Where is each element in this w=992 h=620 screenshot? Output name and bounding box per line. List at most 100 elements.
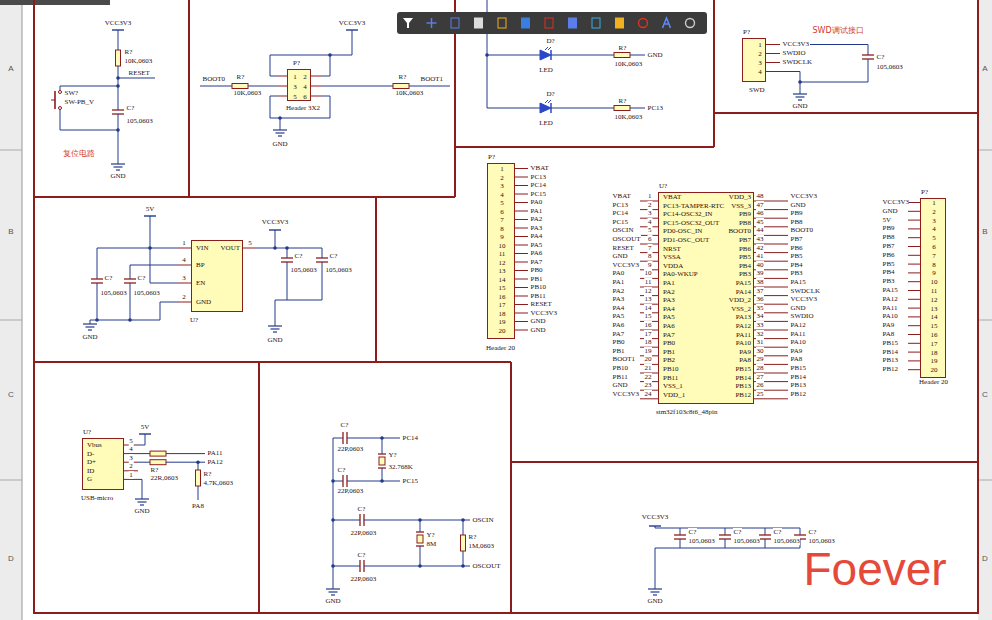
wire — [810, 45, 868, 56]
wire — [515, 219, 528, 220]
ground-symbol — [278, 135, 282, 136]
pin-text: PB8 — [739, 219, 751, 227]
wire — [270, 30, 352, 76]
pin-text: PB3 — [739, 270, 751, 278]
pin-text: ID — [87, 467, 94, 475]
pin-text: 2 — [932, 208, 936, 216]
wire — [277, 76, 287, 77]
pin-text: PB0 — [663, 339, 675, 347]
net-label: 6 — [648, 235, 653, 243]
pin-text: 1 — [758, 41, 762, 49]
wire — [138, 453, 150, 454]
net-label: 26 — [756, 381, 764, 389]
net-label: C? — [294, 252, 303, 260]
net-label: R? — [618, 44, 627, 52]
net-label: PA15 — [882, 286, 898, 294]
net-label: VCC3V3 — [790, 295, 817, 303]
pin-text: PB13 — [735, 382, 751, 390]
capacitor-symbol — [359, 514, 360, 526]
net-label: SWDCLK — [790, 287, 821, 295]
pin-text: 1 — [293, 73, 297, 81]
wire — [908, 369, 920, 370]
region-frame — [455, 146, 714, 148]
wire — [178, 265, 191, 266]
grid-letter: B — [8, 227, 14, 236]
wire — [138, 479, 142, 495]
net-label: LED — [539, 66, 554, 74]
net-label: R? — [236, 73, 245, 81]
junction-dot — [278, 116, 282, 120]
wire — [60, 86, 118, 87]
wire — [311, 86, 321, 87]
net-label: OSCIN — [612, 226, 634, 234]
pin-text: VDDA — [663, 262, 683, 270]
wire — [200, 86, 232, 87]
pin-text: 1 — [500, 165, 504, 173]
junction-dot — [418, 518, 422, 522]
wire — [515, 321, 528, 322]
ground-symbol — [653, 594, 657, 595]
pin-text: PA4 — [663, 305, 675, 313]
toolbar-icon — [475, 18, 483, 28]
wire — [311, 96, 321, 97]
net-label: 16 — [644, 321, 652, 329]
pin-text: PA15 — [736, 279, 751, 287]
junction-dot — [285, 246, 289, 250]
net-label: 17 — [644, 330, 652, 338]
net-label: 5V — [145, 205, 155, 213]
pin-text: 10 — [499, 242, 506, 250]
region-frame — [258, 362, 260, 613]
switch-symbol — [51, 100, 55, 101]
pin-text: PB7 — [739, 236, 751, 244]
pin-header: P?1234567891011121314151617181920Header … — [920, 198, 946, 378]
toolbar — [397, 12, 707, 34]
net-label: PA12 — [882, 295, 898, 303]
net-label: 29 — [756, 355, 764, 363]
capacitor-symbol — [91, 278, 103, 279]
net-label: PC14 — [612, 209, 629, 217]
wire — [243, 248, 256, 249]
net-label: GND — [790, 304, 806, 312]
pin-text: PB12 — [735, 391, 751, 399]
pin-text: 3 — [932, 217, 936, 225]
wire — [130, 283, 131, 320]
grid-letter: B — [982, 227, 988, 236]
wire — [178, 248, 191, 249]
wire — [515, 330, 528, 331]
grid-tick — [0, 150, 22, 151]
net-label: 10K,0603 — [233, 89, 262, 97]
net-label: 30 — [756, 347, 764, 355]
wire — [90, 302, 178, 320]
net-label: 41 — [756, 252, 764, 260]
net-label: 39 — [756, 269, 764, 277]
net-label: 2 — [182, 293, 187, 301]
net-label: PA1 — [530, 207, 543, 215]
pin-text: PA11 — [736, 331, 751, 339]
pin-text: 6 — [932, 243, 936, 251]
junction-dot — [418, 564, 422, 568]
net-label: PA11 — [207, 449, 223, 457]
net-label: PB8 — [790, 218, 803, 226]
pin-text: D+ — [87, 458, 96, 466]
net-label: PA5 — [612, 312, 625, 320]
net-label: 24 — [644, 390, 652, 398]
toolbar-icon — [522, 18, 530, 28]
wire — [124, 479, 138, 480]
net-label: 22R,0603 — [150, 474, 178, 482]
net-label: 3 — [129, 454, 134, 462]
pin-text: P? — [743, 28, 750, 36]
ground-symbol — [271, 328, 280, 329]
net-label: 105,0603 — [688, 537, 715, 545]
net-label: 32.768K — [388, 463, 413, 471]
grid-letter: C — [982, 390, 989, 399]
net-label: 40 — [756, 261, 764, 269]
pin-text: 12 — [931, 296, 938, 304]
region-frame — [713, 0, 715, 147]
net-label: 18 — [644, 338, 652, 346]
pin-text: PA2 — [663, 288, 675, 296]
ground-symbol — [83, 323, 97, 324]
capacitor-symbol — [759, 534, 771, 535]
capacitor-symbol — [719, 534, 731, 535]
